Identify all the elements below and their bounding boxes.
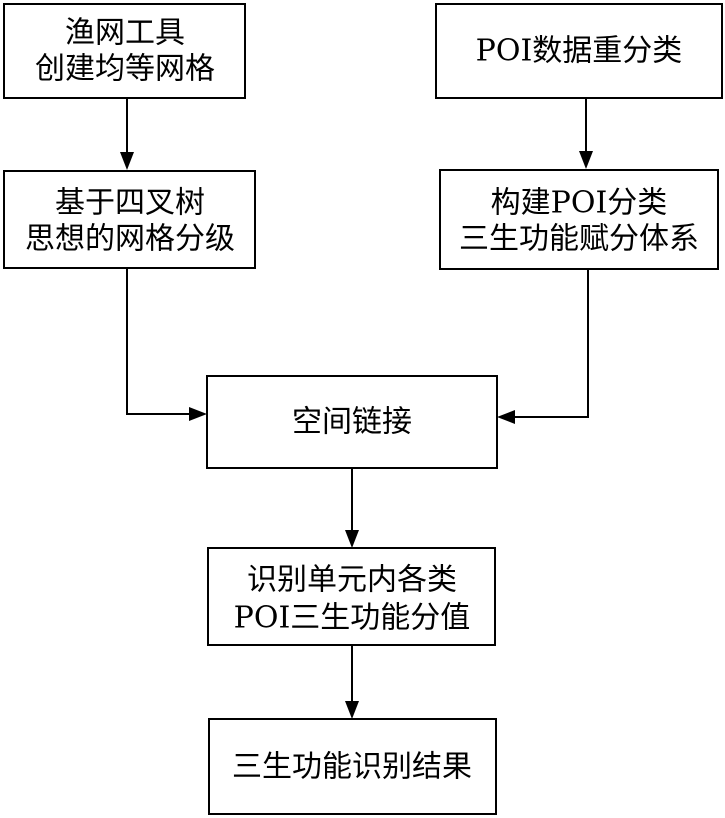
arrow-reclass-to-scoring <box>579 98 593 169</box>
result-label: 三生功能识别结果 <box>232 750 472 785</box>
unit-scores-label-line2: POI三生功能分值 <box>234 601 471 636</box>
fishnet-label-line2: 创建均等网格 <box>35 52 215 87</box>
poi-reclass-label: POI数据重分类 <box>476 34 683 69</box>
arrow-quadtree-to-join <box>126 268 207 421</box>
quadtree-box <box>3 170 256 269</box>
fishnet-box <box>3 3 246 99</box>
unit-scores-label-line1: 识别单元内各类 <box>247 563 457 598</box>
quadtree-label-line1: 基于四叉树 <box>55 186 205 221</box>
arrow-fishnet-to-quadtree <box>120 98 134 170</box>
poi-scoring-label-line2: 三生功能赋分体系 <box>459 222 699 257</box>
arrow-unit-scores-to-result <box>345 645 359 719</box>
unit-scores-box <box>207 547 496 646</box>
spatial-join-label: 空间链接 <box>292 405 412 440</box>
poi-scoring-box <box>439 169 719 270</box>
arrow-join-to-unit-scores <box>345 468 359 548</box>
arrow-scoring-to-join <box>497 269 589 424</box>
quadtree-label-line2: 思想的网格分级 <box>25 222 235 257</box>
poi-reclass-box <box>435 3 723 99</box>
result-box <box>208 718 497 815</box>
poi-scoring-label-line1: 构建POI分类 <box>491 186 668 221</box>
fishnet-label-line1: 渔网工具 <box>65 16 185 51</box>
